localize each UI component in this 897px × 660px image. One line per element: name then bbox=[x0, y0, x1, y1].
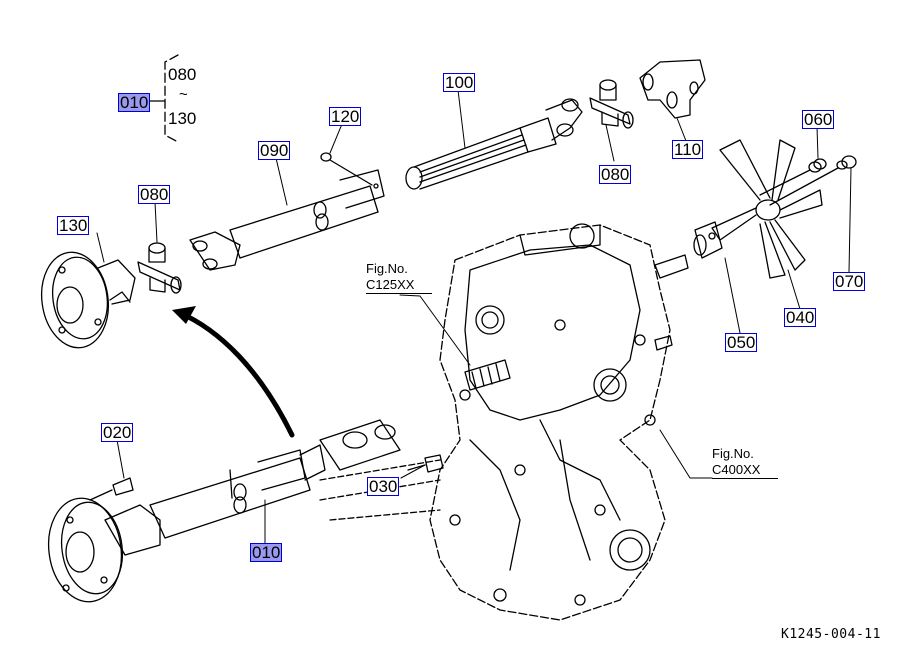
part-110-slip-yoke bbox=[639, 59, 706, 119]
group-range-separator: ~ bbox=[179, 86, 188, 103]
group-range-to: 130 bbox=[168, 109, 197, 128]
figure-ref-code: C400XX bbox=[712, 462, 779, 479]
transmission-case bbox=[319, 223, 689, 621]
callout-120[interactable]: 120 bbox=[329, 107, 362, 126]
part-070-bolt bbox=[769, 155, 857, 206]
callout-070[interactable]: 070 bbox=[833, 272, 866, 291]
callout-040[interactable]: 040 bbox=[784, 308, 817, 327]
callout-130[interactable]: 130 bbox=[57, 216, 90, 235]
callout-080-right[interactable]: 080 bbox=[599, 165, 632, 184]
part-130-flange-yoke bbox=[40, 251, 136, 349]
part-090-yoke-shaft bbox=[189, 169, 385, 271]
figure-ref-c400xx[interactable]: Fig.No. C400XX bbox=[712, 446, 779, 479]
callout-020[interactable]: 020 bbox=[101, 423, 134, 442]
drawing-id: K1245-004-11 bbox=[781, 627, 881, 642]
part-040-fan bbox=[711, 139, 823, 279]
callout-090[interactable]: 090 bbox=[258, 141, 291, 160]
part-050-pulley-hub bbox=[693, 221, 723, 259]
assembly-direction-arrow bbox=[172, 306, 295, 438]
group-range-from: 080 bbox=[168, 65, 197, 84]
leader-lines bbox=[96, 89, 852, 544]
callout-010-group[interactable]: 010 bbox=[118, 93, 151, 112]
part-080-universal-joint-left bbox=[137, 242, 182, 294]
part-030-bolt bbox=[407, 454, 444, 473]
part-120-grease-nipple bbox=[320, 152, 373, 186]
part-080-universal-joint-right bbox=[589, 79, 634, 129]
figure-ref-code: C125XX bbox=[366, 277, 433, 294]
figure-ref-prefix: Fig.No. bbox=[366, 261, 408, 276]
figure-ref-c125xx[interactable]: Fig.No. C125XX bbox=[366, 261, 433, 294]
group-bracket bbox=[149, 54, 179, 143]
assembled-propeller-shaft bbox=[47, 419, 401, 603]
callout-100[interactable]: 100 bbox=[443, 73, 476, 92]
callout-110[interactable]: 110 bbox=[672, 140, 704, 159]
callout-080-left[interactable]: 080 bbox=[138, 185, 171, 204]
part-020-bolt bbox=[89, 477, 134, 501]
part-100-spline-tube bbox=[405, 98, 583, 190]
callout-060[interactable]: 060 bbox=[802, 110, 835, 129]
figure-ref-prefix: Fig.No. bbox=[712, 446, 754, 461]
callout-030[interactable]: 030 bbox=[367, 477, 400, 496]
callout-050[interactable]: 050 bbox=[725, 333, 758, 352]
callout-010[interactable]: 010 bbox=[250, 543, 283, 562]
part-060-nut bbox=[759, 158, 827, 196]
